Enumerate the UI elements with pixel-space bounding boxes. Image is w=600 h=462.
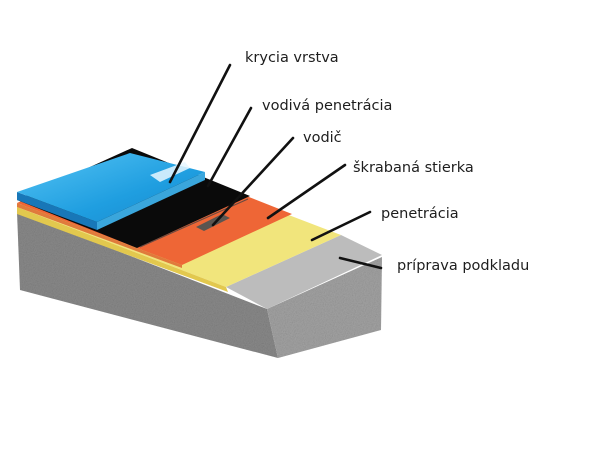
top-coat-front <box>17 192 97 230</box>
top-coat-layer <box>17 153 205 230</box>
primer-edge <box>17 207 228 292</box>
concrete-slab <box>17 212 382 358</box>
label-conductive-primer: vodivá penetrácia <box>262 98 392 114</box>
leader-conductor <box>211 136 295 227</box>
label-conductor: vodič <box>303 130 342 146</box>
top-coat-highlight <box>150 162 190 182</box>
label-top-coat: krycia vrstva <box>245 50 339 66</box>
top-coat-top <box>17 153 205 222</box>
leader-conductive-primer <box>206 106 253 188</box>
slab-right-face <box>267 257 382 358</box>
slab-front-face <box>17 212 278 358</box>
substrate-prep-layer <box>226 235 382 309</box>
screed-edge <box>17 203 182 268</box>
label-scraped-screed: škrabaná stierka <box>353 160 474 176</box>
leader-top-coat <box>168 63 232 184</box>
conductor-strip <box>196 214 230 231</box>
top-coat-side <box>97 172 205 230</box>
label-substrate-prep: príprava podkladu <box>397 258 529 274</box>
leader-primer <box>310 210 372 242</box>
label-primer: penetrácia <box>381 206 459 222</box>
leader-scraped-screed <box>266 163 347 220</box>
leader-substrate-prep <box>338 256 383 270</box>
